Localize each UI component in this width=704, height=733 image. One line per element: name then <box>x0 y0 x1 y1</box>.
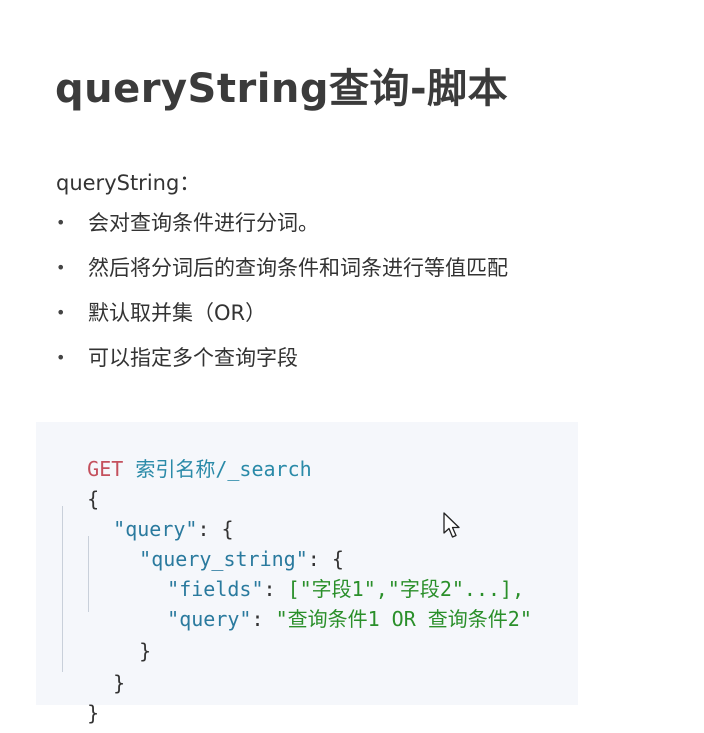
code-line-close-query-string: } <box>91 606 151 663</box>
list-item: • 默认取并集（OR） <box>56 298 508 343</box>
list-item: • 会对查询条件进行分词。 <box>56 208 508 253</box>
bullet-text: 会对查询条件进行分词。 <box>88 211 319 235</box>
code-line-inner-query: "query": "查询条件1 OR 查询条件2" <box>119 574 532 631</box>
inner-query-key: "query" <box>167 607 252 631</box>
list-item: • 然后将分词后的查询条件和词条进行等值匹配 <box>56 253 508 298</box>
slide-title: queryString查询-脚本 <box>55 66 509 112</box>
code-line-request: GET 索引名称/_search <box>39 424 312 481</box>
colon: : <box>251 607 276 631</box>
bullet-icon: • <box>56 213 66 232</box>
query-key: "query" <box>113 517 198 541</box>
http-method: GET <box>87 457 124 481</box>
inner-query-value: "查询条件1 OR 查询条件2" <box>275 607 532 631</box>
bullet-text: 默认取并集（OR） <box>88 301 267 325</box>
bullet-text: 可以指定多个查询字段 <box>88 346 298 370</box>
bullet-icon: • <box>56 303 66 322</box>
code-line-close-root: } <box>39 668 99 725</box>
code-line-fields: "fields": ["字段1","字段2"...], <box>119 544 524 601</box>
fields-value: ["字段1","字段2"...], <box>287 577 525 601</box>
indent-guide <box>62 506 63 672</box>
mouse-pointer-icon <box>443 512 460 538</box>
code-block: GET 索引名称/_search { "query": { "query_str… <box>36 422 578 725</box>
bullet-icon: • <box>56 258 66 277</box>
indent-guide <box>88 536 89 612</box>
close-brace: } <box>139 639 152 663</box>
query-string-key: "query_string" <box>139 547 308 571</box>
fields-key: "fields" <box>167 577 264 601</box>
code-line-close-query: } <box>65 638 125 695</box>
close-brace: } <box>87 701 100 725</box>
feature-list: • 会对查询条件进行分词。 • 然后将分词后的查询条件和词条进行等值匹配 • 默… <box>56 208 508 388</box>
colon-brace: : { <box>197 517 234 541</box>
code-line-open: { <box>39 454 99 511</box>
list-item: • 可以指定多个查询字段 <box>56 343 508 388</box>
close-brace: } <box>113 671 126 695</box>
bullet-icon: • <box>56 348 66 367</box>
colon-brace: : { <box>307 547 344 571</box>
open-brace: { <box>87 487 100 511</box>
bullet-text: 然后将分词后的查询条件和词条进行等值匹配 <box>88 256 508 280</box>
intro-label: queryString： <box>56 171 201 195</box>
code-line-query: "query": { <box>65 484 233 541</box>
code-line-query-string: "query_string": { <box>91 514 344 571</box>
colon: : <box>263 577 288 601</box>
request-path: 索引名称/_search <box>135 457 312 481</box>
